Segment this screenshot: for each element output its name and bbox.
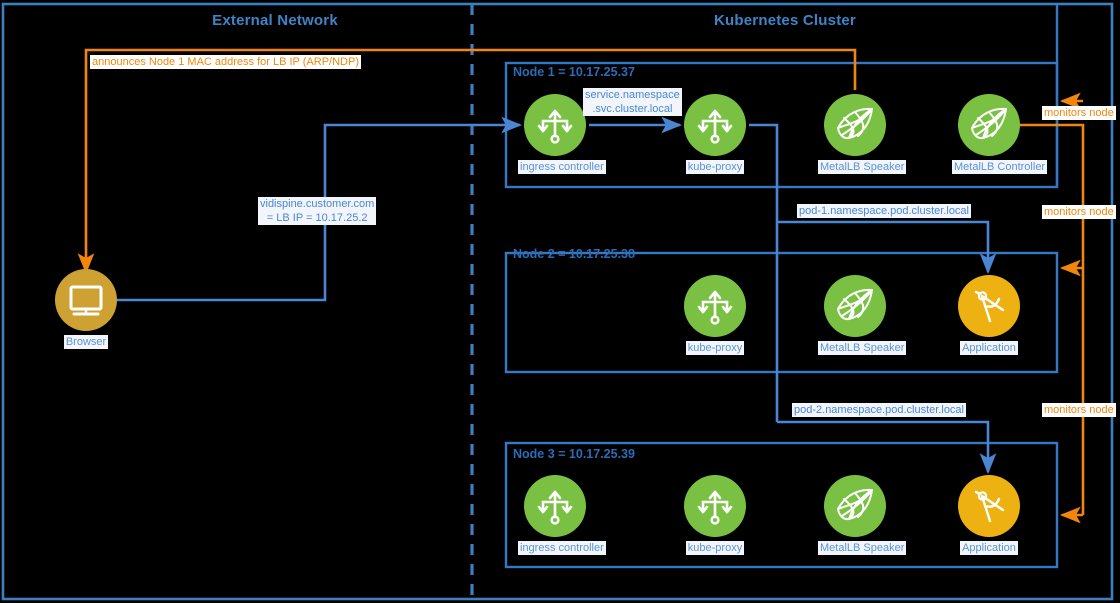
node-3-box [504,441,1059,569]
routing-trident-icon [684,94,746,156]
lb-ip-line-2: = LB IP = 10.17.25.2 [266,212,368,224]
node-1-metallb-speaker[interactable]: MetalLB Speaker [818,94,907,175]
node-3-ingress-controller[interactable]: ingress controller [518,475,606,556]
arp-announce-label: announces Node 1 MAC address for LB IP (… [90,55,361,69]
pod-1-branch-path [777,220,997,275]
controller-monitor-trunk-path [1020,123,1085,515]
metallb-sail-icon [824,475,886,537]
node-2-application[interactable]: Application [952,275,1026,356]
service-dns-line-2: .svc.cluster.local [592,103,673,115]
service-dns-line-1: service.namespace [585,89,680,101]
routing-trident-icon [524,94,586,156]
node-1-title: Node 1 = 10.17.25.37 [513,65,635,79]
external-network-title: External Network [212,12,338,29]
item-label: kube-proxy [685,541,745,555]
monitors-node-2-label: monitors node [1042,205,1116,219]
item-label: MetalLB Speaker [818,341,907,355]
item-label: ingress controller [518,541,606,555]
item-label: kube-proxy [685,341,745,355]
compass-divider-icon [958,475,1020,537]
monitor-icon [55,269,117,331]
node-1-ingress-controller[interactable]: ingress controller [518,94,606,175]
arp-announce-path [77,48,857,275]
node-3-title: Node 3 = 10.17.25.39 [513,447,635,461]
monitors-node-3-label: monitors node [1042,403,1116,417]
browser-label: Browser [63,335,109,349]
node-2-kube-proxy[interactable]: kube-proxy [678,275,752,356]
lb-ip-line-1: vidispine.customer.com [260,198,375,210]
routing-trident-icon [684,275,746,337]
metallb-sail-icon [824,94,886,156]
pod-1-dns-label: pod-1.namespace.pod.cluster.local [797,204,971,218]
node-2-box [504,251,1059,374]
node-3-metallb-speaker[interactable]: MetalLB Speaker [818,475,907,556]
item-label: kube-proxy [685,160,745,174]
pod-2-branch-path [777,420,997,475]
kubeproxy-trunk-path [749,123,779,422]
node-3-application[interactable]: Application [952,475,1026,556]
lb-ip-label: vidispine.customer.com = LB IP = 10.17.2… [258,197,377,225]
node-3-kube-proxy[interactable]: kube-proxy [678,475,752,556]
node-1-metallb-controller[interactable]: MetalLB Controller [952,94,1048,175]
metallb-sail-icon [958,94,1020,156]
metallb-sail-icon [824,275,886,337]
kubernetes-cluster-title: Kubernetes Cluster [714,12,856,29]
node-1-kube-proxy[interactable]: kube-proxy [678,94,752,175]
service-dns-label: service.namespace .svc.cluster.local [583,88,682,116]
browser-node[interactable]: Browser [49,269,123,350]
node-2-metallb-speaker[interactable]: MetalLB Speaker [818,275,907,356]
item-label: MetalLB Controller [952,160,1048,174]
monitors-node-1-label: monitors node [1042,106,1116,120]
pod-2-dns-label: pod-2.namespace.pod.cluster.local [792,403,966,417]
routing-trident-icon [524,475,586,537]
item-label: ingress controller [518,160,606,174]
item-label: Application [960,341,1018,355]
routing-trident-icon [684,475,746,537]
item-label: MetalLB Speaker [818,541,907,555]
node-2-title: Node 2 = 10.17.25.38 [513,247,635,261]
item-label: Application [960,541,1018,555]
compass-divider-icon [958,275,1020,337]
item-label: MetalLB Speaker [818,160,907,174]
